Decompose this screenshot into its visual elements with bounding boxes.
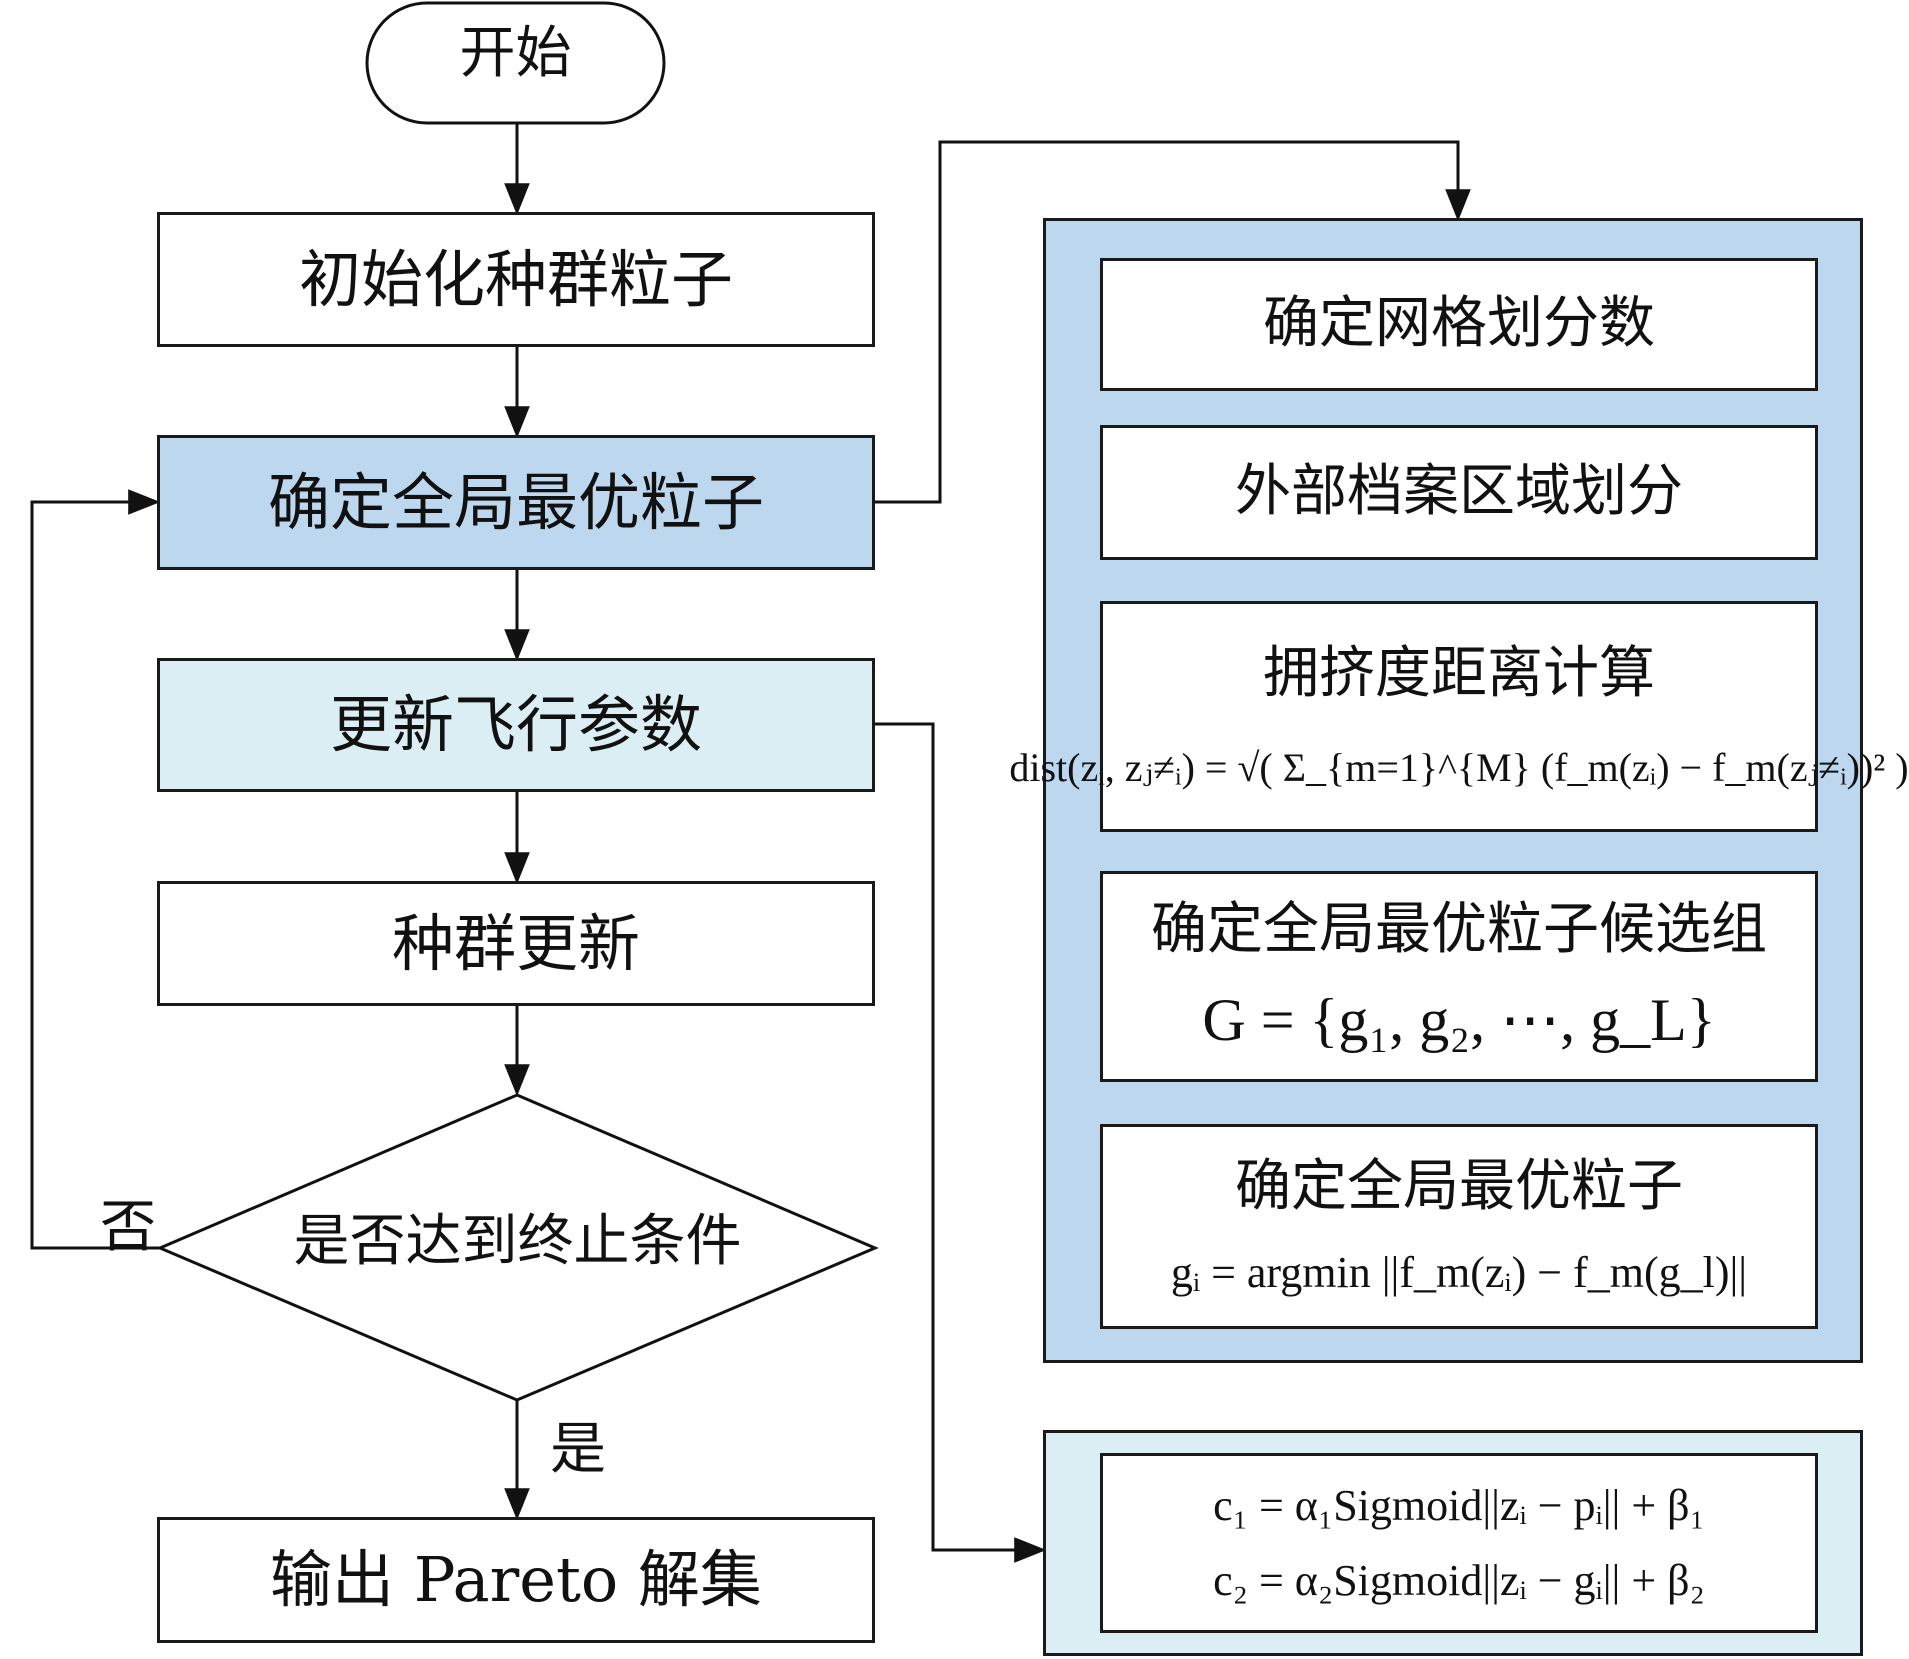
- crowding-distance-title: 拥挤度距离计算: [1263, 640, 1655, 706]
- arrow-params-formulas: [875, 722, 1047, 1563]
- c2-formula: c₂ = α₂Sigmoid||zᵢ − gᵢ|| + β₂: [1213, 1556, 1705, 1605]
- decision-diamond-shape: [156, 1093, 879, 1402]
- update-params-box: 更新飞行参数: [157, 658, 875, 792]
- yes-label: 是: [550, 1417, 606, 1482]
- candidate-group-formula: G = {g₁, g₂, ⋯, g_L}: [1202, 987, 1716, 1054]
- final-global-best-formula: gᵢ = argmin ||f_m(zᵢ) − f_m(g_l)||: [1170, 1248, 1748, 1298]
- candidate-group-box: 确定全局最优粒子候选组 G = {g₁, g₂, ⋯, g_L}: [1100, 871, 1818, 1082]
- start-terminator-shape: [365, 1, 666, 125]
- decision-label: 是否达到终止条件: [293, 1209, 742, 1274]
- arrow-loop-no: [30, 489, 161, 1250]
- population-update-box: 种群更新: [157, 881, 875, 1006]
- crowding-distance-formula: dist(zᵢ, zⱼ≠ᵢ) = √( Σ_{m=1}^{M} (f_m(zᵢ)…: [1009, 745, 1909, 791]
- arrow-gbest-panel: [875, 140, 1471, 504]
- c1-formula: c₁ = α₁Sigmoid||zᵢ − pᵢ|| + β₁: [1213, 1481, 1705, 1530]
- candidate-group-title: 确定全局最优粒子候选组: [1151, 896, 1767, 962]
- archive-division-box: 外部档案区域划分: [1100, 425, 1818, 560]
- final-global-best-box: 确定全局最优粒子 gᵢ = argmin ||f_m(zᵢ) − f_m(g_l…: [1100, 1124, 1818, 1329]
- grid-division-box: 确定网格划分数: [1100, 258, 1818, 391]
- learning-factor-box: c₁ = α₁Sigmoid||zᵢ − pᵢ|| + β₁ c₂ = α₂Si…: [1100, 1453, 1818, 1633]
- no-label: 否: [100, 1195, 156, 1260]
- global-best-box: 确定全局最优粒子: [157, 435, 875, 570]
- start-label: 开始: [459, 21, 572, 86]
- final-global-best-title: 确定全局最优粒子: [1235, 1153, 1683, 1219]
- init-population-box: 初始化种群粒子: [157, 212, 875, 347]
- output-pareto-box: 输出 Pareto 解集: [157, 1517, 875, 1643]
- crowding-distance-box: 拥挤度距离计算 dist(zᵢ, zⱼ≠ᵢ) = √( Σ_{m=1}^{M} …: [1009, 601, 1909, 832]
